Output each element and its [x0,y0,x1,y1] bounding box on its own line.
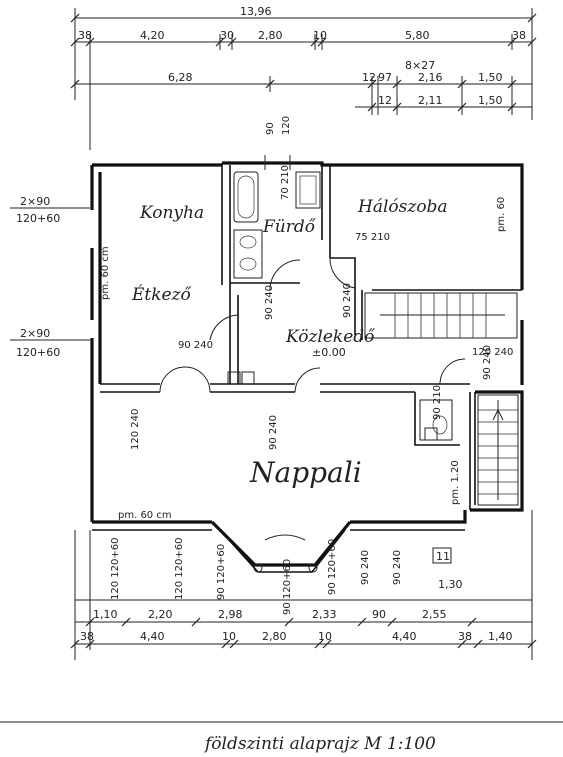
dim-top-6: 5,80 [405,29,430,42]
dim-total: 13,96 [240,5,272,18]
opening-stair-door: 120 240 [472,347,513,358]
room-label-etkezo: Étkező [131,284,192,305]
dim-top-4: 2,80 [258,29,283,42]
dim-top-3: 30 [220,29,234,42]
dim-bottom-3: 2,98 [218,608,243,621]
staircase-lower [477,394,519,506]
bottom-dimension-chains: 1,10 2,20 2,98 2,33 90 2,55 38 4,40 10 2… [70,510,537,660]
dim-bottom-h1: 1,30 [438,578,463,591]
dim-bottom-2: 2,20 [148,608,173,621]
staircase-upper [364,292,518,339]
dim-bottom-c8: 1,40 [488,630,513,643]
dim-bottom-c5: 10 [318,630,332,643]
opening-bottom-e: 90 120+60 [327,539,338,595]
dim-s3: 2,16 [418,71,443,84]
dim-bottom-c2: 4,40 [140,630,165,643]
opening-living-b: 90 240 [268,415,279,450]
opening-bottom-b: 120 120+60 [174,538,185,600]
bathroom-fixtures [233,155,321,279]
dim-bottom-c1: 38 [80,630,94,643]
room-label-nappali: Nappali [249,456,362,489]
dim-s5: 12 [378,94,392,107]
opening-living-a: 120 240 [130,409,141,450]
opening-wc: 90 210 [432,385,443,420]
opening-bath-a: 90 [265,122,276,135]
room-labels: Konyha Hálószoba Fürdő Étkező Közlekedő … [131,197,452,564]
dim-bottom-1: 1,10 [93,608,118,621]
room-label-konyha: Konyha [139,203,204,223]
stair-number: 11 [436,550,450,563]
floor-level-label: ±0.00 [312,346,346,359]
room-label-kozlekedo: Közlekedő [285,327,375,347]
opening-kitchen-door: 90 240 [178,340,213,351]
opening-bottom-c: 90 120+60 [216,544,227,600]
opening-hall-door: 90 240 [264,285,275,320]
dim-steps: 8×27 [405,59,435,72]
opening-corridor-door: 90 240 [342,283,353,318]
wc-fixtures [419,399,453,441]
interior-walls [92,163,522,531]
dim-top-7: 38 [512,29,526,42]
door-swings [159,257,466,393]
dim-s2: 97 [378,71,392,84]
opening-bath-b: 120 [281,116,292,135]
dim-bottom-c4: 2,80 [262,630,287,643]
dim-s1: 12 [362,71,376,84]
parapet-left: pm. 60 cm [100,246,111,300]
room-label-furdo: Fürdő [262,217,316,237]
opening-left-top-b: 120+60 [16,212,60,225]
dim-bottom-5: 90 [372,608,386,621]
parapet-bottom: pm. 60 cm [118,510,172,521]
dim-top-5: 10 [313,29,327,42]
left-opening-labels: 2×90 120+60 2×90 120+60 [10,195,90,359]
parapet-stair: pm. 1.20 [450,460,461,505]
dim-top-2: 4,20 [140,29,165,42]
parapet-right: pm. 60 [496,197,507,232]
opening-left-top-a: 2×90 [20,195,50,208]
opening-bath-door: 70 210 [280,165,291,200]
opening-bottom-d: 90 120+60 [282,559,293,615]
dim-bottom-4: 2,33 [312,608,337,621]
dim-s7: 1,50 [478,94,503,107]
opening-bottom-f: 90 240 [360,550,371,585]
dim-bottom-6: 2,55 [422,608,447,621]
dim-s4: 1,50 [478,71,503,84]
dim-bottom-c6: 4,40 [392,630,417,643]
opening-left-mid-b: 120+60 [16,346,60,359]
opening-left-mid-a: 2×90 [20,327,50,340]
opening-hall-window: 75 210 [355,232,390,243]
bay-window [210,520,352,573]
opening-bottom-a: 120 120+60 [110,538,121,600]
parapet-labels: pm. 60 cm pm. 60 pm. 60 cm pm. 1.20 [100,197,507,521]
dim-top-1: 38 [78,29,92,42]
drawing-caption: földszinti alaprajz M 1:100 [203,734,436,754]
dim-s6: 2,11 [418,94,443,107]
opening-bottom-g: 90 240 [392,550,403,585]
opening-stair-window: 90 240 [482,345,493,380]
dim-bottom-c7: 38 [458,630,472,643]
dim-top-8: 6,28 [168,71,193,84]
dim-bottom-c3: 10 [222,630,236,643]
opening-labels: 90 120 70 210 75 210 90 240 90 240 90 24… [110,116,513,615]
top-dimension-chains: 13,96 38 4,20 30 2,80 10 5,80 38 6,28 8×… [70,5,537,150]
room-label-haloszoba: Hálószoba [357,197,448,217]
